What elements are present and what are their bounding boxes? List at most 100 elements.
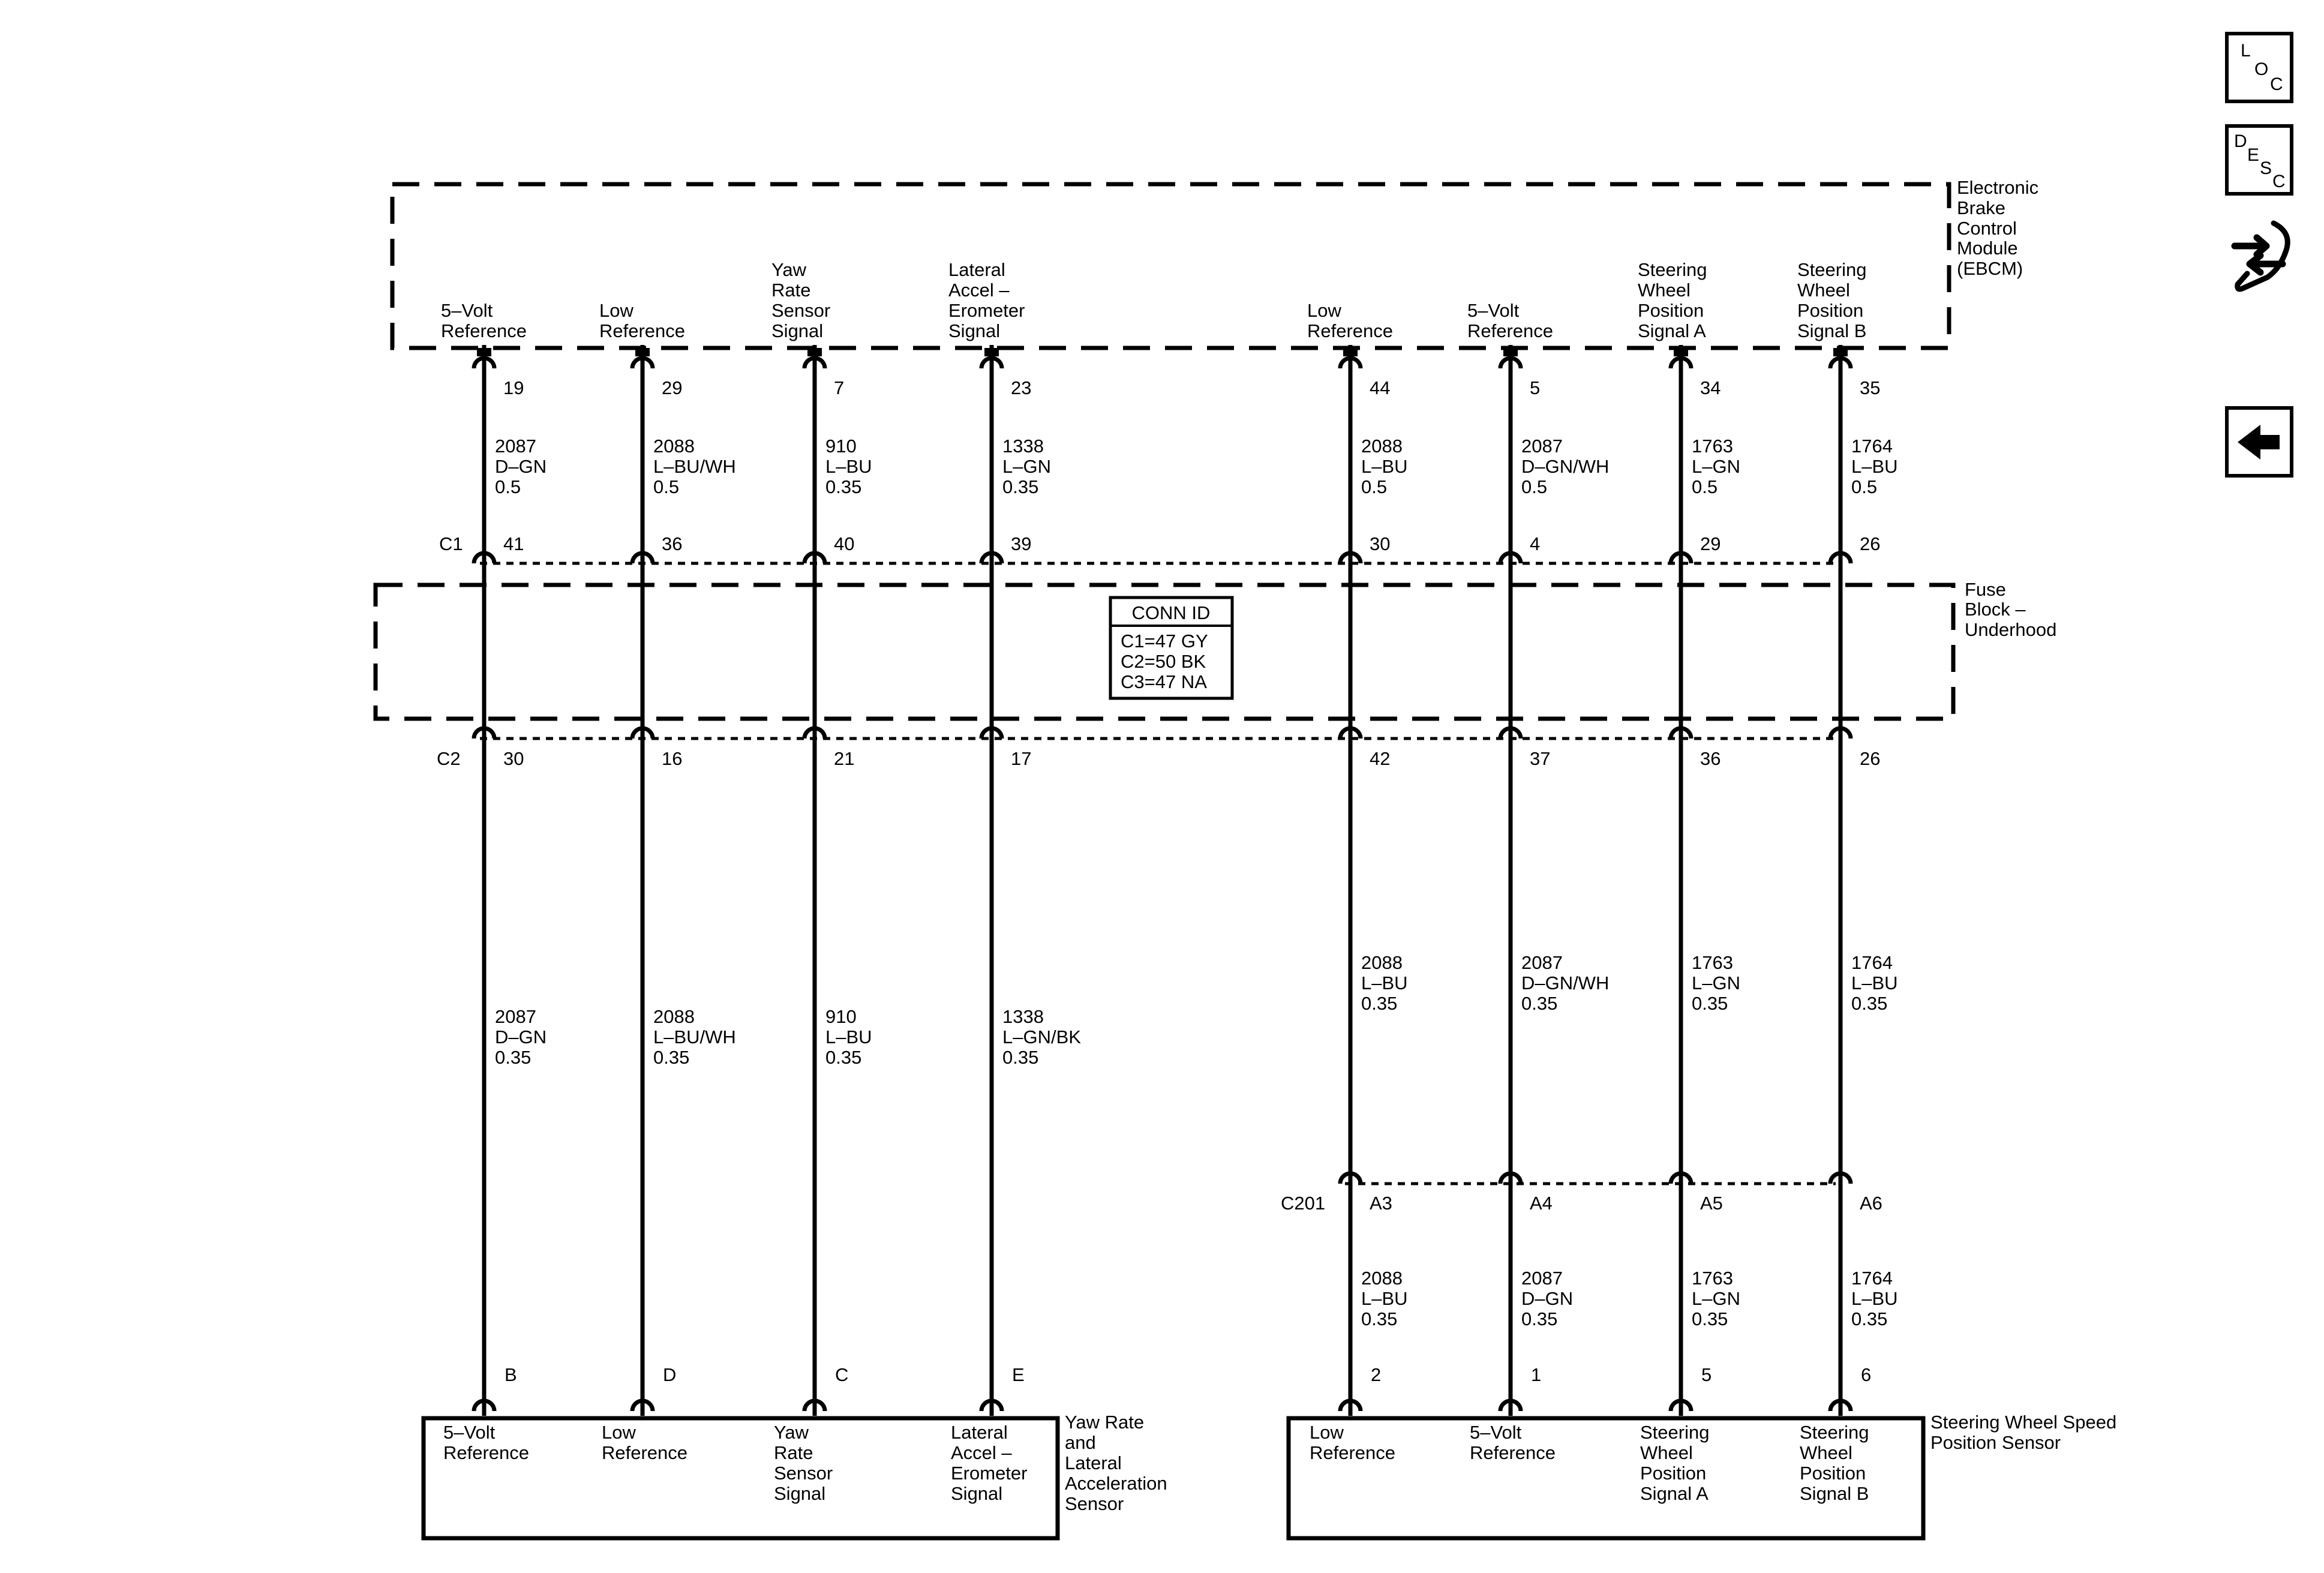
- device-pin-label: Yaw: [774, 1422, 809, 1443]
- wire-spec-upper: 0.35: [1002, 476, 1038, 497]
- c2-terminal: [472, 726, 497, 739]
- wire-spec-upper: 0.35: [825, 476, 861, 497]
- wire-spec-upper: 2087: [1521, 436, 1563, 457]
- yaw-sensor-label-line: Sensor: [1065, 1493, 1124, 1514]
- device-pin-number: 1: [1531, 1364, 1541, 1385]
- wire-spec-upper: 2088: [1361, 436, 1403, 457]
- device-pin-label: Reference: [602, 1442, 687, 1463]
- wire-spec-mid: D–GN/WH: [1521, 972, 1609, 993]
- device-pin-number: B: [505, 1364, 517, 1385]
- c1-terminal: [630, 551, 655, 564]
- device-pin-label: Steering: [1800, 1422, 1869, 1443]
- ebcm-pin-terminal: [630, 356, 655, 369]
- wire-spec-mid: 0.35: [1361, 993, 1397, 1014]
- repair-tool-icon[interactable]: [2227, 213, 2293, 300]
- c2-pin-number: 26: [1860, 748, 1880, 769]
- device-pin-label: Low: [602, 1422, 636, 1443]
- c201-terminal: [1828, 1171, 1853, 1184]
- c1-pin-number: 39: [1011, 533, 1031, 554]
- back-button[interactable]: [2225, 406, 2293, 478]
- wire-spec-lower: 0.35: [495, 1047, 531, 1068]
- ebcm-pin-number: 23: [1011, 377, 1031, 398]
- ebcm-pin-label: Steering: [1797, 259, 1866, 280]
- device-pin-label: Signal A: [1640, 1483, 1709, 1504]
- desc-letter: C: [2272, 172, 2286, 191]
- ebcm-label-line: Control: [1957, 218, 2017, 239]
- c2-pin-number: 42: [1370, 748, 1390, 769]
- c1-pin-number: 40: [834, 533, 854, 554]
- c201-terminal: [1338, 1171, 1363, 1184]
- wire-spec-lower: L–GN: [1692, 1288, 1740, 1309]
- c1-pin-number: 4: [1530, 533, 1540, 554]
- c201-terminal: [1668, 1171, 1694, 1184]
- device-pin-label: Lateral: [951, 1422, 1008, 1443]
- steering-sensor-label: Steering Wheel Speed Position Sensor: [1930, 1412, 2122, 1453]
- ebcm-pin-terminal: [802, 356, 827, 369]
- loc-button[interactable]: L O C: [2225, 32, 2293, 103]
- device-pin-label: Rate: [774, 1442, 813, 1463]
- wire-spec-upper: 2088: [653, 436, 695, 457]
- wire-spec-upper: D–GN/WH: [1521, 456, 1609, 477]
- ebcm-pin-number: 34: [1700, 377, 1721, 398]
- device-pin-label: Reference: [443, 1442, 529, 1463]
- c1-pin-number: 30: [1370, 533, 1390, 554]
- ebcm-pin-head: [477, 348, 491, 356]
- desc-letter: D: [2234, 131, 2247, 151]
- c1-pin-number: 26: [1860, 533, 1880, 554]
- device-terminal: [802, 1398, 827, 1412]
- steering-sensor-box: [1286, 1416, 1926, 1541]
- ebcm-pin-head: [1674, 348, 1688, 356]
- device-pin-label: Position: [1800, 1463, 1866, 1484]
- wire-spec-mid: 0.35: [1851, 993, 1887, 1014]
- c2-pin-number: 21: [834, 748, 854, 769]
- ebcm-pin-head: [635, 348, 650, 356]
- ebcm-pin-terminal: [472, 356, 497, 369]
- ebcm-pin-head: [1343, 348, 1358, 356]
- wire-spec-upper: 0.5: [1361, 476, 1387, 497]
- c1-terminal: [802, 551, 827, 564]
- ebcm-pin-label: Position: [1638, 300, 1704, 321]
- ebcm-label-line: (EBCM): [1957, 258, 2023, 279]
- wire-spec-lower: 0.35: [825, 1047, 861, 1068]
- wire-spec-upper: L–GN: [1692, 456, 1740, 477]
- ebcm-pin-number: 7: [834, 377, 844, 398]
- wire-spec-mid: 2087: [1521, 952, 1563, 973]
- c201-terminal: [1498, 1171, 1523, 1184]
- ebcm-pin-label: Sensor: [771, 300, 830, 321]
- loc-letter: L: [2241, 41, 2251, 61]
- ebcm-pin-label: Low: [599, 300, 633, 321]
- ebcm-pin-label: Erometer: [948, 300, 1025, 321]
- device-pin-label: Erometer: [951, 1463, 1027, 1484]
- wire-spec-lower: 0.35: [1692, 1308, 1728, 1329]
- wire-spec-upper: L–BU: [1851, 456, 1898, 477]
- wire-spec-lower: 0.35: [653, 1047, 689, 1068]
- desc-button[interactable]: D E S C: [2225, 124, 2293, 196]
- yaw-sensor-label-line: Lateral: [1065, 1452, 1122, 1473]
- steering-sensor-label-line: Steering Wheel Speed: [1930, 1412, 2116, 1433]
- wire-spec-lower: L–BU: [1851, 1288, 1898, 1309]
- ebcm-pin-label: Signal A: [1638, 320, 1706, 341]
- wire-spec-upper: L–BU: [825, 456, 872, 477]
- yaw-sensor-label: Yaw Rate and Lateral Acceleration Sensor: [1065, 1412, 1172, 1514]
- wire-spec-mid: 2088: [1361, 952, 1403, 973]
- wire-spec-upper: D–GN: [495, 456, 547, 477]
- fuse-block-label: Fuse Block – Underhood: [1965, 579, 2056, 640]
- device-terminal: [1828, 1398, 1853, 1412]
- wire-spec-lower: D–GN: [495, 1026, 547, 1047]
- device-terminal: [979, 1398, 1004, 1412]
- ebcm-pin-terminal: [1498, 356, 1523, 369]
- ebcm-pin-number: 29: [662, 377, 682, 398]
- steering-sensor-label-line: Position Sensor: [1930, 1432, 2061, 1453]
- c201-pin-number: A4: [1530, 1193, 1553, 1214]
- wire-spec-upper: 1338: [1002, 436, 1044, 457]
- ebcm-pin-terminal: [1338, 356, 1363, 369]
- device-pin-label: Wheel: [1640, 1442, 1693, 1463]
- device-pin-label: Signal: [951, 1483, 1002, 1504]
- c201-pin-number: A3: [1370, 1193, 1392, 1214]
- ebcm-pin-label: Rate: [771, 280, 810, 301]
- fuse-block-box: [373, 583, 1956, 721]
- ebcm-box: [390, 182, 1951, 350]
- wire-spec-upper: L–BU: [1361, 456, 1408, 477]
- ebcm-pin-label: 5–Volt: [441, 300, 493, 321]
- ebcm-pin-head: [807, 348, 822, 356]
